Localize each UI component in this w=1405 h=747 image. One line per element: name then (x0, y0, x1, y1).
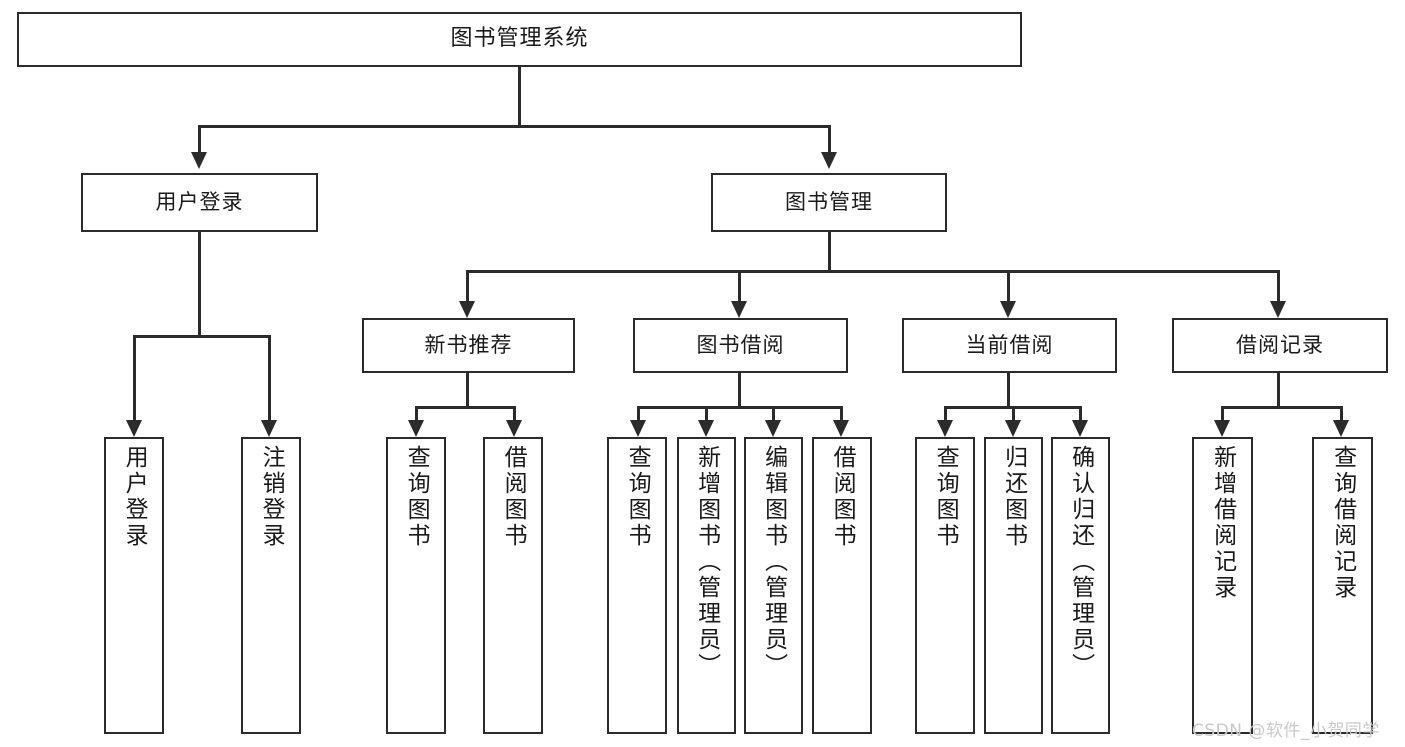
node-new-book-recommend[interactable]: 新书推荐 (362, 318, 575, 373)
arrowhead-borrow-1 (630, 420, 646, 437)
leaf-newbook-query-books[interactable]: 查询图书 (386, 437, 446, 734)
node-label: 确认归还（管理员） (1067, 445, 1094, 679)
arrowhead-records-1 (1214, 420, 1230, 437)
node-label: 借阅记录 (1236, 332, 1324, 357)
node-label: 查询图书 (624, 445, 651, 549)
connector-records-drop-1 (1221, 406, 1224, 420)
node-user-login[interactable]: 用户登录 (81, 173, 318, 232)
leaf-borrow-query-books[interactable]: 查询图书 (607, 437, 667, 734)
arrowhead-current-3 (1072, 420, 1088, 437)
leaf-newbook-borrow-books[interactable]: 借阅图书 (483, 437, 543, 734)
connector-borrow-stem (738, 373, 741, 406)
leaf-current-confirm-return-admin[interactable]: 确认归还（管理员） (1051, 437, 1110, 734)
connector-newbook-drop-1 (415, 406, 418, 420)
arrowhead-bookmgmt-4 (1270, 301, 1286, 318)
connector-borrow-drop-3 (772, 406, 775, 420)
node-label: 借阅图书 (500, 445, 527, 549)
node-label: 用户登录 (121, 445, 148, 549)
connector-borrow-bus (637, 406, 843, 409)
arrowhead-records-2 (1333, 420, 1349, 437)
connector-current-drop-2 (1012, 406, 1015, 420)
connector-userlogin-drop-1 (133, 335, 136, 420)
node-book-borrow[interactable]: 图书借阅 (633, 318, 848, 373)
connector-borrow-drop-1 (637, 406, 640, 420)
arrowhead-root-1 (191, 152, 207, 169)
connector-current-stem (1007, 373, 1010, 406)
connector-borrow-drop-4 (840, 406, 843, 420)
leaf-records-add-record[interactable]: 新增借阅记录 (1192, 437, 1253, 734)
node-label: 查询图书 (932, 445, 959, 549)
connector-bookmgmt-drop-1 (466, 270, 469, 301)
connector-userlogin-bus (133, 335, 268, 338)
leaf-borrow-edit-book-admin[interactable]: 编辑图书（管理员） (744, 437, 803, 734)
arrowhead-root-2 (821, 152, 837, 169)
connector-bookmgmt-bus (466, 270, 1280, 273)
node-label: 借阅图书 (829, 445, 856, 549)
arrowhead-userlogin-2 (261, 420, 277, 437)
arrowhead-bookmgmt-1 (459, 301, 475, 318)
arrowhead-userlogin-1 (126, 420, 142, 437)
node-root-system[interactable]: 图书管理系统 (17, 12, 1022, 67)
connector-records-bus (1221, 406, 1343, 409)
connector-current-drop-1 (944, 406, 947, 420)
connector-records-drop-2 (1340, 406, 1343, 420)
leaf-records-query-record[interactable]: 查询借阅记录 (1312, 437, 1373, 734)
node-label: 注销登录 (258, 445, 285, 549)
leaf-user-login[interactable]: 用户登录 (104, 437, 164, 734)
node-label: 查询借阅记录 (1329, 445, 1356, 601)
arrowhead-current-1 (937, 420, 953, 437)
connector-userlogin-drop-2 (268, 335, 271, 420)
leaf-current-return-books[interactable]: 归还图书 (984, 437, 1043, 734)
node-label: 查询图书 (403, 445, 430, 549)
arrowhead-current-2 (1005, 420, 1021, 437)
arrowhead-bookmgmt-3 (1000, 301, 1016, 318)
node-label: 新增图书（管理员） (693, 445, 720, 679)
node-current-borrow[interactable]: 当前借阅 (902, 318, 1117, 373)
connector-newbook-bus (415, 406, 516, 409)
node-label: 归还图书 (1000, 445, 1027, 549)
connector-bookmgmt-drop-2 (738, 270, 741, 301)
arrowhead-borrow-3 (765, 420, 781, 437)
leaf-borrow-add-book-admin[interactable]: 新增图书（管理员） (677, 437, 736, 734)
leaf-borrow-borrow-books[interactable]: 借阅图书 (812, 437, 872, 734)
node-label: 编辑图书（管理员） (760, 445, 787, 679)
connector-records-stem (1277, 373, 1280, 406)
arrowhead-bookmgmt-2 (731, 301, 747, 318)
connector-bookmgmt-drop-3 (1007, 270, 1010, 301)
node-label: 图书管理系统 (450, 26, 589, 52)
arrowhead-borrow-4 (833, 420, 849, 437)
arrowhead-borrow-2 (698, 420, 714, 437)
arrowhead-newbook-1 (408, 420, 424, 437)
leaf-current-query-books[interactable]: 查询图书 (915, 437, 975, 734)
connector-newbook-stem (466, 373, 469, 406)
connector-current-drop-3 (1079, 406, 1082, 420)
connector-root-bus (198, 125, 830, 128)
node-label: 新书推荐 (424, 332, 513, 357)
node-label: 图书管理 (785, 189, 873, 214)
node-borrow-records[interactable]: 借阅记录 (1172, 318, 1388, 373)
connector-newbook-drop-2 (513, 406, 516, 420)
node-label: 图书借阅 (696, 332, 785, 357)
connector-root-drop-2 (828, 125, 831, 152)
node-label: 用户登录 (155, 189, 244, 214)
connector-root-stem (518, 67, 521, 125)
node-label: 当前借阅 (965, 332, 1054, 357)
connector-borrow-drop-2 (705, 406, 708, 420)
node-book-management[interactable]: 图书管理 (711, 173, 947, 232)
node-label: 新增借阅记录 (1209, 445, 1236, 601)
arrowhead-newbook-2 (506, 420, 522, 437)
connector-bookmgmt-drop-4 (1277, 270, 1280, 301)
connector-userlogin-stem (198, 232, 201, 335)
leaf-logout[interactable]: 注销登录 (241, 437, 301, 734)
connector-bookmgmt-stem (828, 232, 831, 270)
connector-root-drop-1 (198, 125, 201, 152)
